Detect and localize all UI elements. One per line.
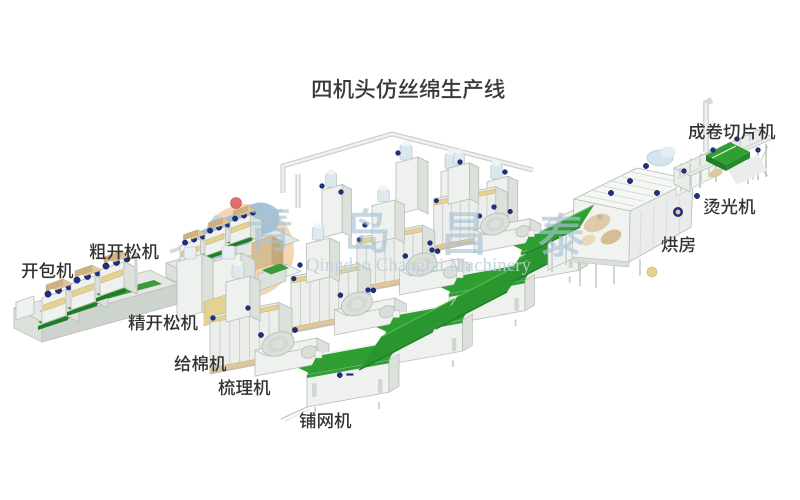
svg-text:Qingdao Changtai Machinery: Qingdao Changtai Machinery	[306, 256, 532, 276]
